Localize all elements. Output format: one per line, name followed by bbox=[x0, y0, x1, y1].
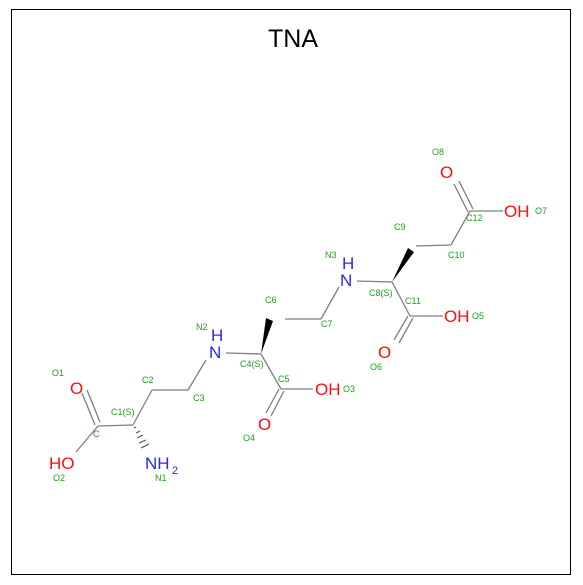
label-c2: C2 bbox=[142, 375, 154, 385]
bond-c9-c10 bbox=[415, 244, 452, 247]
wedge-c4-c6 bbox=[261, 318, 273, 354]
atom-oh-o7: OH bbox=[504, 202, 530, 221]
diagram-frame bbox=[11, 9, 571, 575]
label-o5: O5 bbox=[472, 311, 484, 321]
label-o4: O4 bbox=[243, 433, 255, 443]
label-o2: O2 bbox=[53, 473, 65, 483]
atom-oh-o3: OH bbox=[315, 380, 341, 399]
label-n2: N2 bbox=[196, 322, 208, 332]
bond-c-o2 bbox=[75, 425, 99, 453]
label-o7: O7 bbox=[535, 206, 547, 216]
atom-n2-h: H bbox=[211, 326, 223, 345]
bond-c5-o4-a bbox=[265, 388, 280, 414]
bond-c5-o4-b bbox=[270, 390, 285, 417]
bond-c8-c11 bbox=[391, 281, 411, 317]
label-o6: O6 bbox=[370, 362, 382, 372]
atom-nh-n1: NH bbox=[145, 454, 170, 473]
label-c5: C5 bbox=[278, 374, 290, 384]
label-c8: C8(S) bbox=[369, 288, 393, 298]
label-n3: N3 bbox=[325, 250, 337, 260]
bond-c1-c2 bbox=[132, 389, 153, 426]
bond-c11-o6-b bbox=[398, 317, 414, 344]
bond-c-o1-a bbox=[81, 392, 96, 426]
hash-c1-n1 bbox=[133, 426, 150, 449]
bond-c3-n2 bbox=[187, 359, 207, 391]
atom-nh2-subscript: 2 bbox=[172, 465, 178, 477]
label-c3: C3 bbox=[193, 393, 205, 403]
bond-n3-c8 bbox=[356, 280, 393, 283]
label-c: C bbox=[93, 429, 100, 439]
bond-c11-o6-a bbox=[393, 315, 409, 341]
atom-ho-o2: HO bbox=[49, 454, 75, 473]
bond-c-o1-b bbox=[86, 389, 101, 423]
bond-lines bbox=[75, 180, 503, 453]
bond-c7-n3 bbox=[320, 286, 340, 320]
label-c4: C4(S) bbox=[240, 359, 264, 369]
label-c6: C6 bbox=[265, 295, 277, 305]
atom-n3-n: N bbox=[340, 271, 352, 290]
atom-labels: O1 O2 C C1(S) N1 C2 C3 N2 C4(S) C5 O3 O4… bbox=[52, 147, 547, 483]
bond-c4-c5 bbox=[260, 353, 282, 390]
bond-c-c1 bbox=[97, 424, 134, 427]
atom-n2-n: N bbox=[209, 343, 221, 362]
label-o8: O8 bbox=[432, 147, 444, 157]
label-c9: C9 bbox=[394, 222, 406, 232]
label-c1: C1(S) bbox=[111, 407, 135, 417]
atom-o8: O bbox=[440, 163, 453, 182]
diagram-title: TNA bbox=[268, 25, 318, 53]
atom-o4: O bbox=[258, 415, 271, 434]
atom-n3-h: H bbox=[342, 254, 354, 273]
atom-o6: O bbox=[378, 343, 391, 362]
bond-c10-c12 bbox=[450, 210, 471, 246]
label-c10: C10 bbox=[448, 250, 465, 260]
bond-c12-o8-b bbox=[458, 180, 474, 210]
bond-c12-o8-a bbox=[453, 183, 469, 213]
atom-o1: O bbox=[70, 379, 83, 398]
label-o3: O3 bbox=[343, 384, 355, 394]
label-n1: N1 bbox=[155, 473, 167, 483]
label-o1: O1 bbox=[52, 368, 64, 378]
label-c7: C7 bbox=[321, 319, 333, 329]
label-c12: C12 bbox=[466, 213, 483, 223]
label-c11: C11 bbox=[405, 296, 421, 306]
atom-oh-o5: OH bbox=[444, 307, 470, 326]
wedge-c8-c9 bbox=[392, 248, 414, 282]
bond-n2-c4 bbox=[225, 352, 262, 355]
